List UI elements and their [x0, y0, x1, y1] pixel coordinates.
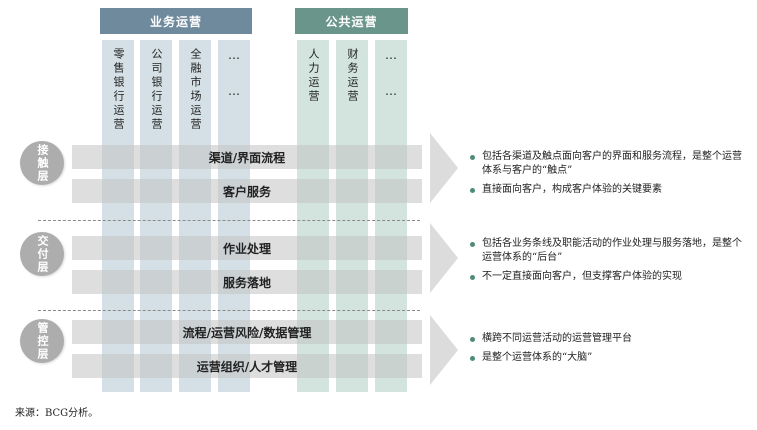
band-label: 服务落地: [222, 275, 271, 290]
business-ops-header: 业务运营: [100, 8, 252, 34]
band-label: 运营组织/人才管理: [196, 359, 298, 374]
control-layer-bullets: 横跨不同运营活动的运营管理平台 是整个运营体系的“大脑”: [468, 332, 748, 365]
layer-divider: [38, 220, 420, 221]
layer-control-badge: 管控层: [20, 319, 64, 363]
ellipsis-label: …: [228, 48, 240, 62]
column-label: 全融市场运营: [189, 48, 202, 132]
band-label: 渠道/界面流程: [208, 150, 286, 165]
band-process-risk-data: 流程/运营风险/数据管理: [72, 320, 422, 344]
ellipsis-label: …: [385, 84, 397, 98]
bullet-item: 包括各业务条线及职能活动的作业处理与服务落地，是整个运营体系的“后台”: [468, 237, 748, 265]
bullet-item: 包括各渠道及触点面向客户的界面和服务流程，是整个运营体系与客户的“触点”: [468, 150, 748, 178]
column-label: 财务运营: [346, 48, 359, 104]
band-label: 客户服务: [222, 184, 271, 199]
bullet-item: 横跨不同运营活动的运营管理平台: [468, 332, 748, 346]
chevron-right-icon: [430, 223, 458, 293]
layer-delivery-badge: 交付层: [20, 232, 64, 276]
band-service-delivery: 服务落地: [72, 270, 422, 294]
band-channel-process: 渠道/界面流程: [72, 145, 422, 169]
chevron-right-icon: [430, 133, 458, 203]
chevron-right-icon: [430, 315, 458, 385]
band-org-talent: 运营组织/人才管理: [72, 354, 422, 378]
bullet-item: 是整个运营体系的“大脑”: [468, 351, 748, 365]
bullet-item: 不一定直接面向客户，但支撑客户体验的实现: [468, 270, 748, 284]
band-label: 作业处理: [222, 241, 271, 256]
band-customer-service: 客户服务: [72, 179, 422, 203]
column-label: 零售银行运营: [112, 48, 125, 132]
delivery-layer-bullets: 包括各业务条线及职能活动的作业处理与服务落地，是整个运营体系的“后台” 不一定直…: [468, 237, 748, 284]
source-note: 来源：BCG分析。: [15, 408, 99, 419]
layer-divider: [38, 310, 420, 311]
bullet-item: 直接面向客户，构成客户体验的关键要素: [468, 183, 748, 197]
layer-contact-badge: 接触层: [20, 141, 64, 185]
ellipsis-label: …: [385, 48, 397, 62]
ellipsis-label: …: [228, 84, 240, 98]
band-operations-processing: 作业处理: [72, 236, 422, 260]
column-label: 公司银行运营: [150, 48, 163, 132]
band-label: 流程/运营风险/数据管理: [182, 325, 312, 340]
contact-layer-bullets: 包括各渠道及触点面向客户的界面和服务流程，是整个运营体系与客户的“触点” 直接面…: [468, 150, 748, 197]
public-ops-header: 公共运营: [295, 8, 408, 34]
column-label: 人力运营: [307, 48, 320, 104]
